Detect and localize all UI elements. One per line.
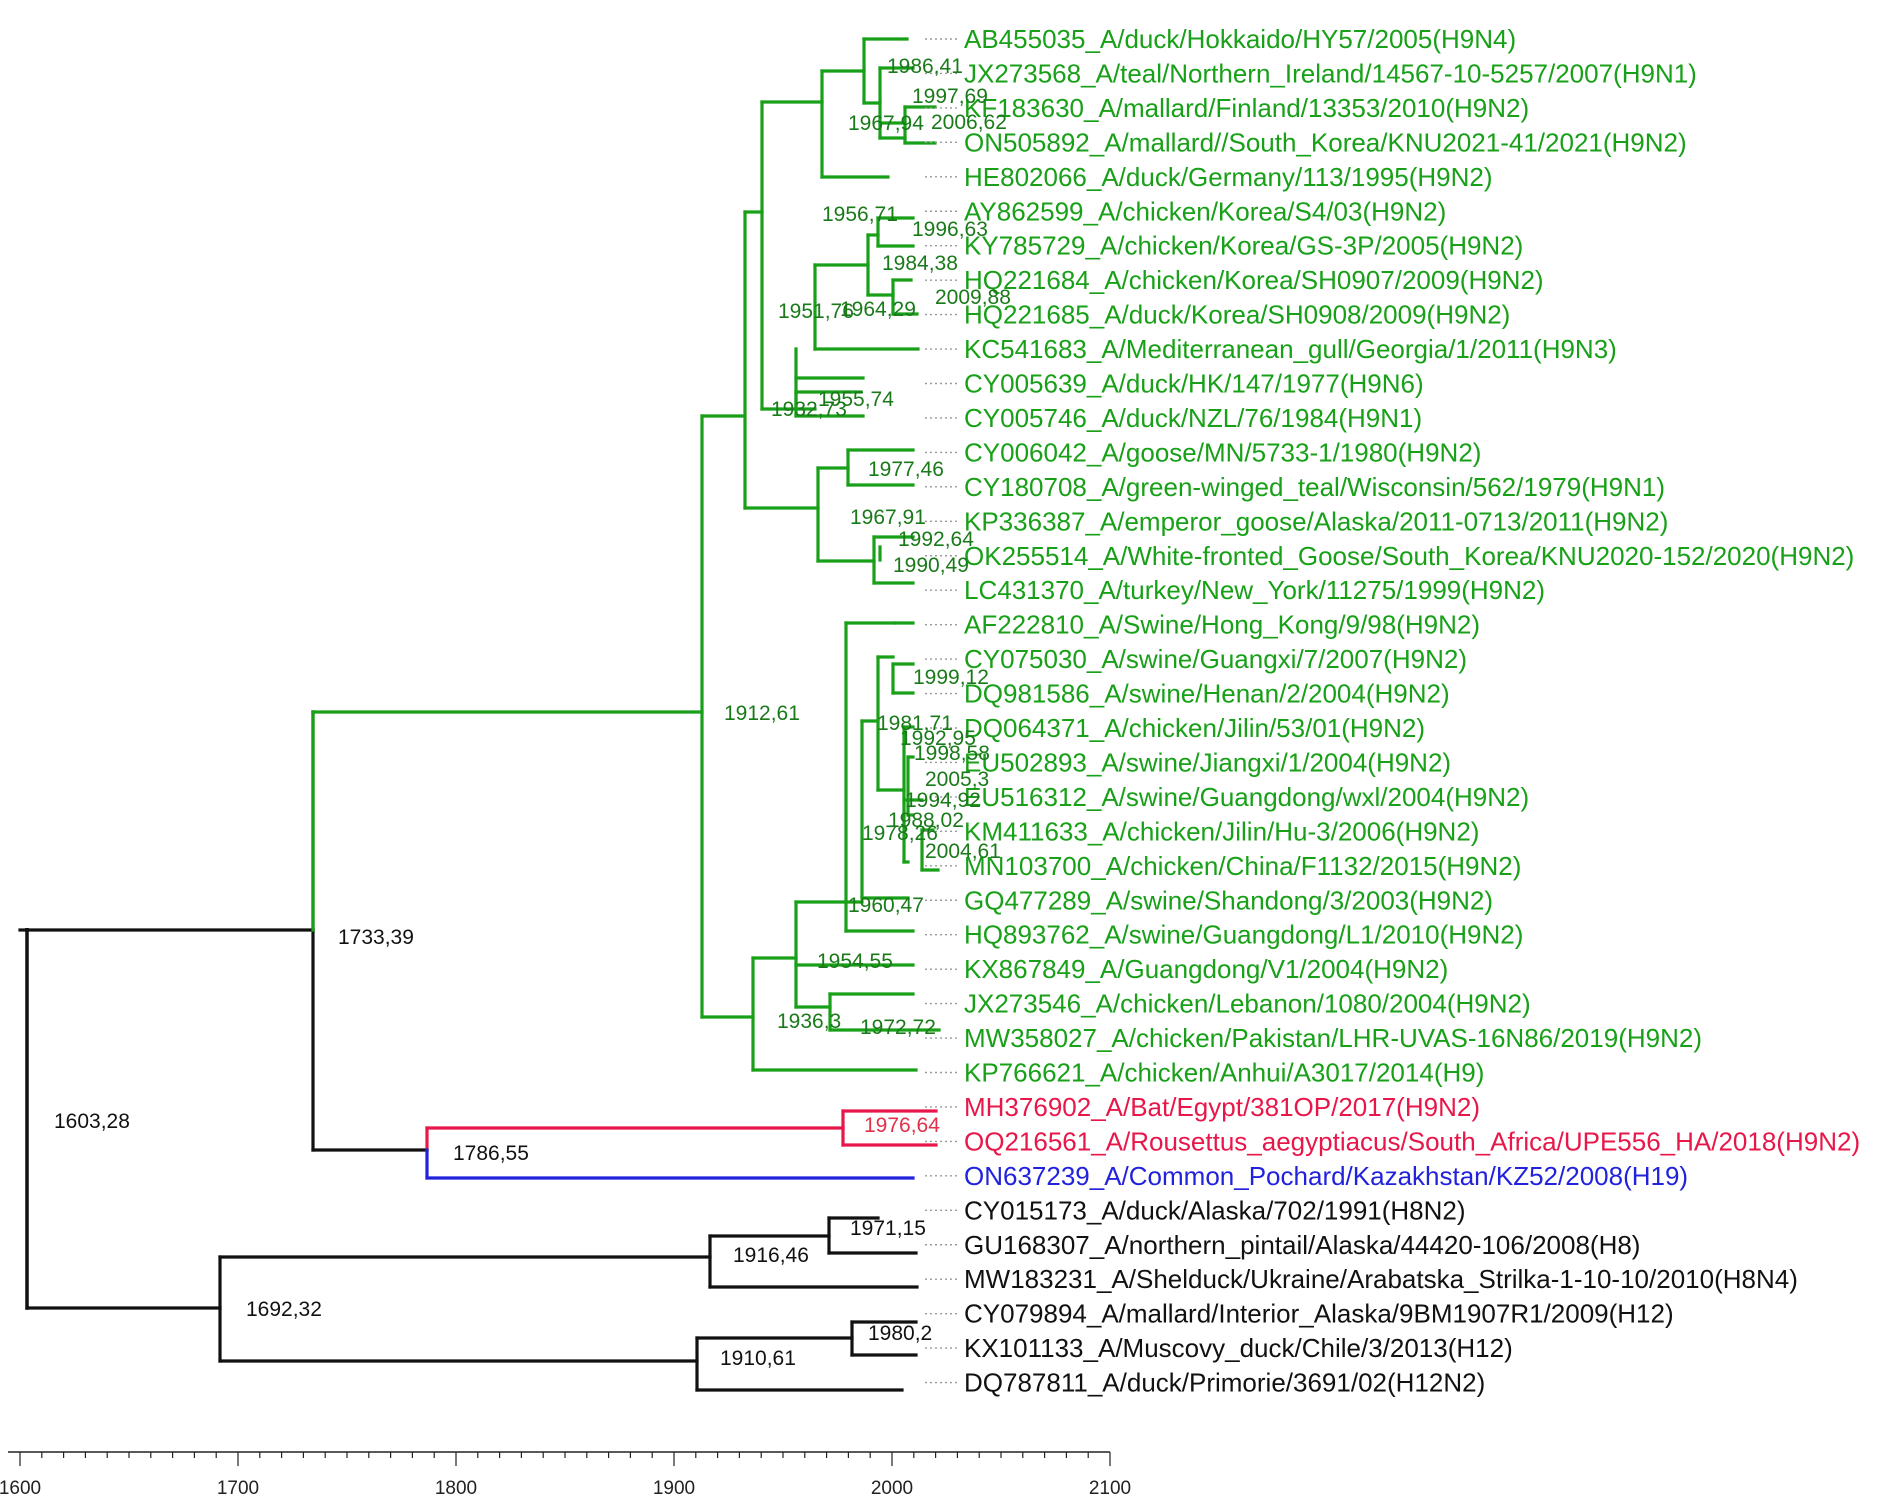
node-age-label: 1603,28 [54, 1110, 130, 1133]
tip-label: KY785729_A/chicken/Korea/GS-3P/2005(H9N2… [964, 231, 1523, 261]
node-age-label: 1967,94 [848, 112, 924, 135]
tip-label: AF222810_A/Swine/Hong_Kong/9/98(H9N2) [964, 610, 1480, 640]
tip-label: HQ893762_A/swine/Guangdong/L1/2010(H9N2) [964, 920, 1523, 950]
tip-labels: AB455035_A/duck/Hokkaido/HY57/2005(H9N4)… [964, 24, 1860, 1398]
node-age-label: 1986,41 [887, 55, 963, 78]
tip-label: DQ787811_A/duck/Primorie/3691/02(H12N2) [964, 1368, 1485, 1398]
tip-label: MW358027_A/chicken/Pakistan/LHR-UVAS-16N… [964, 1023, 1702, 1053]
tip-label: OQ216561_A/Rousettus_aegyptiacus/South_A… [964, 1126, 1860, 1156]
node-age-label: 1997,69 [912, 85, 988, 108]
tip-label: AY862599_A/chicken/Korea/S4/03(H9N2) [964, 196, 1446, 226]
node-age-label: 1984,38 [882, 252, 958, 275]
tip-label: MH376902_A/Bat/Egypt/381OP/2017(H9N2) [964, 1092, 1480, 1122]
node-age-label: 2006,62 [931, 111, 1007, 134]
node-age-label: 1786,55 [453, 1142, 529, 1165]
node-age-label: 1916,46 [733, 1244, 809, 1267]
tip-label: LC431370_A/turkey/New_York/11275/1999(H9… [964, 575, 1545, 605]
tip-label: CY005639_A/duck/HK/147/1977(H9N6) [964, 369, 1424, 399]
node-age-label: 1972,72 [860, 1016, 936, 1039]
tree-branches [18, 37, 941, 1392]
tip-label: ON505892_A/mallard//South_Korea/KNU2021-… [964, 127, 1687, 157]
node-age-label: 1978,26 [862, 822, 938, 845]
node-age-label: 1960,47 [848, 894, 924, 917]
tip-label: HE802066_A/duck/Germany/113/1995(H9N2) [964, 162, 1493, 192]
axis-tick-label: 1700 [217, 1478, 259, 1499]
node-age-label: 1733,39 [338, 926, 414, 949]
node-age-label: 1936,3 [777, 1010, 841, 1033]
tip-label: EU502893_A/swine/Jiangxi/1/2004(H9N2) [964, 747, 1451, 777]
node-age-label: 1988,02 [888, 809, 964, 832]
node-age-label: 1976,64 [864, 1114, 940, 1137]
node-age-label: 2005,3 [925, 768, 989, 791]
axis-tick-label: 1800 [435, 1478, 477, 1499]
tip-label: CY005746_A/duck/NZL/76/1984(H9N1) [964, 403, 1422, 433]
tip-label: OK255514_A/White-fronted_Goose/South_Kor… [964, 541, 1854, 571]
node-age-label: 1956,71 [822, 203, 898, 226]
node-age-labels: 1603,28 1733,39 1786,55 1692,32 1916,46 1971,… [54, 55, 1011, 1370]
tip-label: CY079894_A/mallard/Interior_Alaska/9BM19… [964, 1299, 1674, 1329]
node-age-label: 2004,61 [925, 840, 1001, 863]
node-age-label: 1912,61 [724, 702, 800, 725]
node-age-label: 1992,64 [898, 528, 974, 551]
node-age-label: 1992,95 [900, 727, 976, 750]
axis-tick-label: 2000 [871, 1478, 913, 1499]
tip-label: MW183231_A/Shelduck/Ukraine/Arabatska_St… [964, 1264, 1798, 1294]
tip-label: KX101133_A/Muscovy_duck/Chile/3/2013(H12… [964, 1333, 1513, 1363]
node-age-label: 1692,32 [246, 1298, 322, 1321]
node-age-label: 1998,58 [914, 742, 990, 765]
node-age-label: 1932,73 [771, 398, 847, 421]
tip-label: CY180708_A/green-winged_teal/Wisconsin/5… [964, 472, 1665, 502]
node-age-label: 1980,2 [868, 1322, 932, 1345]
tip-label: JX273568_A/teal/Northern_Ireland/14567-1… [964, 58, 1697, 88]
tip-label: HQ221685_A/duck/Korea/SH0908/2009(H9N2) [964, 300, 1510, 330]
tip-label: JX273546_A/chicken/Lebanon/1080/2004(H9N… [964, 989, 1531, 1019]
node-age-label: 2009,88 [935, 286, 1011, 309]
node-age-label: 1954,55 [817, 950, 893, 973]
tip-label: DQ981586_A/swine/Henan/2/2004(H9N2) [964, 679, 1450, 709]
axis-tick-label: 2100 [1089, 1478, 1131, 1499]
time-axis: 1600 1700 1800 1900 2000 2100 [0, 1451, 1131, 1499]
node-age-label: 1999,12 [913, 666, 989, 689]
axis-tick-label: 1900 [653, 1478, 695, 1499]
tip-label: ON637239_A/Common_Pochard/Kazakhstan/KZ5… [964, 1161, 1688, 1191]
tip-label: KP336387_A/emperor_goose/Alaska/2011-071… [964, 506, 1668, 536]
tip-leader-dots [925, 38, 958, 1384]
node-age-label: 1955,74 [818, 388, 894, 411]
tip-label: KC541683_A/Mediterranean_gull/Georgia/1/… [964, 334, 1617, 364]
tip-label: GQ477289_A/swine/Shandong/3/2003(H9N2) [964, 885, 1493, 915]
node-age-label: 1990,49 [893, 554, 969, 577]
axis-tick-label: 1600 [0, 1478, 41, 1499]
tip-label: CY075030_A/swine/Guangxi/7/2007(H9N2) [964, 644, 1467, 674]
tip-label: KP766621_A/chicken/Anhui/A3017/2014(H9) [964, 1058, 1484, 1088]
tip-label: AB455035_A/duck/Hokkaido/HY57/2005(H9N4) [964, 24, 1516, 54]
tip-label: KF183630_A/mallard/Finland/13353/2010(H9… [964, 93, 1529, 123]
tip-label: CY015173_A/duck/Alaska/702/1991(H8N2) [964, 1195, 1466, 1225]
tip-label: KX867849_A/Guangdong/V1/2004(H9N2) [964, 954, 1448, 984]
node-age-label: 1971,15 [850, 1217, 926, 1240]
tip-label: EU516312_A/swine/Guangdong/wxl/2004(H9N2… [964, 782, 1529, 812]
tip-label: MN103700_A/chicken/China/F1132/2015(H9N2… [964, 851, 1521, 881]
node-age-label: 1964,29 [840, 298, 916, 321]
node-age-label: 1994,92 [905, 789, 981, 812]
node-age-label: 1977,46 [868, 458, 944, 481]
tip-label: HQ221684_A/chicken/Korea/SH0907/2009(H9N… [964, 265, 1544, 295]
node-age-label: 1967,91 [850, 506, 926, 529]
node-age-label: 1981,71 [877, 712, 953, 735]
node-age-label: 1951,76 [778, 300, 854, 323]
tip-label: KM411633_A/chicken/Jilin/Hu-3/2006(H9N2) [964, 816, 1479, 846]
tip-label: DQ064371_A/chicken/Jilin/53/01(H9N2) [964, 713, 1425, 743]
tip-label: GU168307_A/northern_pintail/Alaska/44420… [964, 1230, 1640, 1260]
tip-label: CY006042_A/goose/MN/5733-1/1980(H9N2) [964, 437, 1481, 467]
node-age-label: 1910,61 [720, 1347, 796, 1370]
node-age-label: 1996,63 [912, 218, 988, 241]
